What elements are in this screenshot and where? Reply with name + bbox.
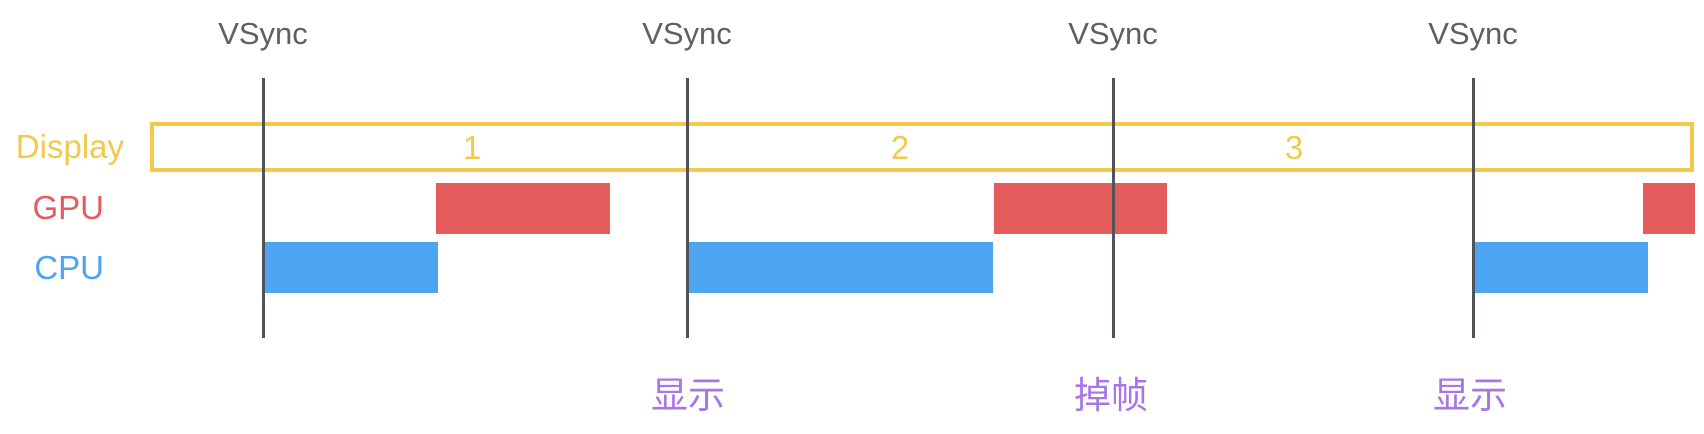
gpu-work-bar-3 (1643, 183, 1695, 234)
frame-result-label-3: 显示 (1433, 375, 1507, 416)
gpu-row-label: GPU (32, 189, 104, 226)
cpu-work-bar-1 (265, 242, 438, 293)
gpu-work-bar-2 (994, 183, 1167, 234)
gpu-work-bar-1 (436, 183, 610, 234)
vsync-label-2: VSync (642, 16, 732, 51)
vsync-line-4 (1472, 78, 1475, 338)
display-row-label: Display (15, 128, 124, 165)
vsync-label-1: VSync (218, 16, 308, 51)
frame-result-label-2: 掉帧 (1074, 375, 1148, 416)
vsync-label-4: VSync (1428, 16, 1518, 51)
display-frame-track (150, 122, 1694, 172)
display-frame-number-3: 3 (1284, 129, 1304, 166)
vsync-line-2 (686, 78, 689, 338)
display-frame-number-2: 2 (890, 129, 910, 166)
vsync-label-3: VSync (1068, 16, 1158, 51)
cpu-work-bar-3 (1475, 242, 1648, 293)
vsync-line-3 (1112, 78, 1115, 338)
vsync-line-1 (262, 78, 265, 338)
cpu-work-bar-2 (689, 242, 993, 293)
display-frame-number-1: 1 (462, 129, 482, 166)
frame-result-label-1: 显示 (651, 375, 725, 416)
cpu-row-label: CPU (34, 249, 104, 286)
